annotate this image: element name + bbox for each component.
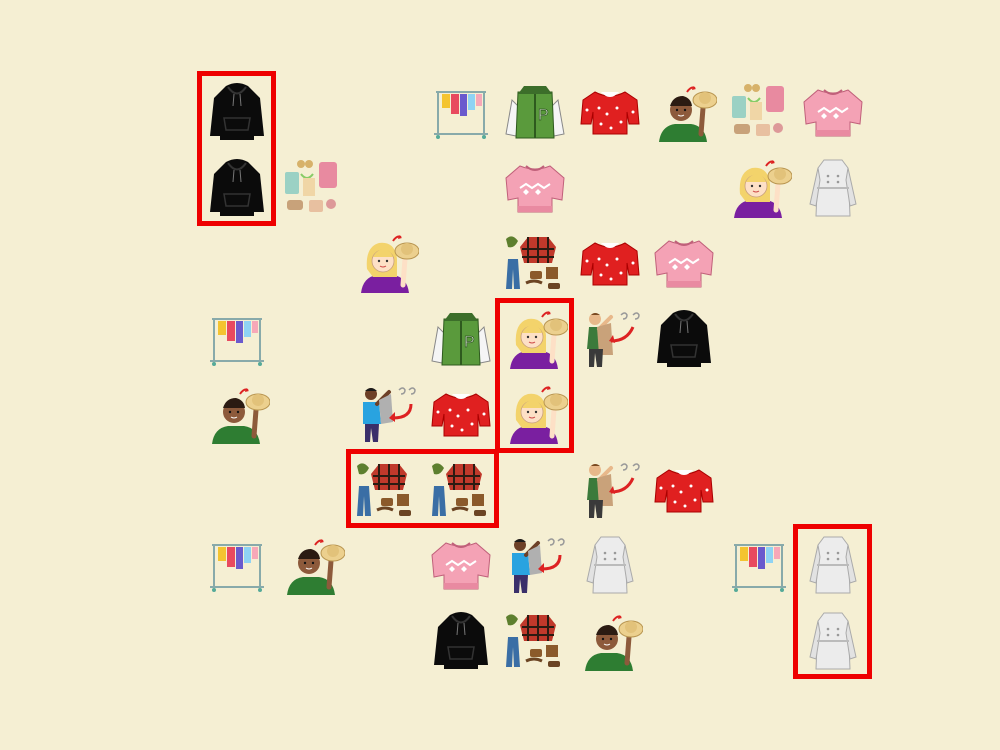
- tile-white-trench-coat[interactable]: [795, 526, 871, 602]
- girl-tipping-hat-icon: [733, 159, 792, 218]
- plaid-outfit-flatlay-icon: [506, 613, 560, 667]
- boy-tipping-hat-icon: [212, 388, 270, 444]
- tile-red-polka-blouse[interactable]: [646, 451, 722, 527]
- red-polka-blouse-icon: [579, 91, 640, 135]
- white-trench-coat-icon: [809, 612, 857, 669]
- tile-clothes-rack[interactable]: [199, 526, 275, 602]
- red-polka-blouse-icon: [654, 468, 714, 512]
- tile-girl-tipping-hat[interactable]: [497, 300, 573, 376]
- black-hoodie-icon: [433, 611, 488, 669]
- tile-plaid-outfit-flatlay[interactable]: [348, 451, 424, 527]
- tile-pink-sweater[interactable]: [497, 149, 573, 225]
- tile-boy-hanging-jacket[interactable]: [497, 526, 573, 602]
- tile-plaid-outfit-flatlay[interactable]: [497, 602, 573, 678]
- tile-black-hoodie[interactable]: [423, 602, 499, 678]
- pink-sweater-icon: [505, 164, 565, 212]
- clothes-rack-icon: [731, 544, 786, 592]
- man-hanging-coat-icon: [586, 311, 640, 367]
- tile-black-hoodie[interactable]: [646, 300, 722, 376]
- green-varsity-jacket-icon: P: [505, 86, 565, 139]
- tile-plaid-outfit-flatlay[interactable]: [497, 224, 573, 300]
- tile-white-trench-coat[interactable]: [795, 149, 871, 225]
- tile-plaid-outfit-flatlay[interactable]: [423, 451, 499, 527]
- tile-clothes-rack[interactable]: [423, 73, 499, 149]
- tile-boy-tipping-hat[interactable]: [199, 375, 275, 451]
- tile-white-trench-coat[interactable]: [572, 526, 648, 602]
- white-trench-coat-icon: [809, 536, 857, 594]
- green-varsity-jacket-icon: P: [430, 312, 491, 365]
- plaid-outfit-flatlay-icon: [431, 462, 486, 516]
- girl-tipping-hat-icon: [510, 386, 568, 444]
- boy-tipping-hat-icon: [584, 614, 643, 671]
- tile-black-hoodie[interactable]: [199, 149, 275, 225]
- tile-outfit-collage[interactable]: [274, 149, 350, 225]
- tile-white-trench-coat[interactable]: [795, 602, 871, 678]
- svg-text:P: P: [464, 334, 475, 351]
- boy-hanging-jacket-icon: [363, 387, 416, 442]
- tile-boy-tipping-hat[interactable]: [646, 73, 722, 149]
- plaid-outfit-flatlay-icon: [357, 462, 411, 516]
- tile-girl-tipping-hat[interactable]: [497, 375, 573, 451]
- tile-green-varsity-jacket[interactable]: P: [497, 73, 573, 149]
- red-polka-blouse-icon: [430, 393, 491, 437]
- tile-boy-tipping-hat[interactable]: [274, 526, 350, 602]
- white-trench-coat-icon: [809, 159, 857, 216]
- tile-red-polka-blouse[interactable]: [572, 73, 648, 149]
- white-trench-coat-icon: [585, 536, 634, 594]
- pink-sweater-icon: [654, 240, 714, 288]
- girl-tipping-hat-icon: [510, 310, 568, 369]
- tile-pink-sweater[interactable]: [646, 224, 722, 300]
- tile-red-polka-blouse[interactable]: [572, 224, 648, 300]
- tile-man-hanging-coat[interactable]: [572, 451, 648, 527]
- black-hoodie-icon: [210, 158, 264, 216]
- black-hoodie-icon: [657, 309, 711, 367]
- pink-sweater-icon: [803, 89, 863, 137]
- tile-black-hoodie[interactable]: [199, 73, 275, 149]
- clothes-rack-icon: [210, 317, 264, 366]
- boy-tipping-hat-icon: [286, 539, 345, 595]
- black-hoodie-icon: [210, 83, 264, 140]
- boy-hanging-jacket-icon: [512, 538, 565, 593]
- boy-tipping-hat-icon: [659, 86, 717, 142]
- tile-green-varsity-jacket[interactable]: P: [423, 300, 499, 376]
- outfit-collage-icon: [731, 84, 784, 136]
- tile-clothes-rack[interactable]: [721, 526, 797, 602]
- tile-outfit-collage[interactable]: [721, 73, 797, 149]
- tile-pink-sweater[interactable]: [423, 526, 499, 602]
- red-polka-blouse-icon: [579, 242, 640, 286]
- tile-pink-sweater[interactable]: [795, 73, 871, 149]
- plaid-outfit-flatlay-icon: [506, 236, 560, 289]
- girl-tipping-hat-icon: [361, 235, 419, 293]
- svg-text:P: P: [538, 107, 549, 124]
- tile-clothes-rack[interactable]: [199, 300, 275, 376]
- clothes-rack-icon: [210, 544, 264, 592]
- tile-boy-tipping-hat[interactable]: [572, 602, 648, 678]
- man-hanging-coat-icon: [586, 462, 640, 518]
- tile-red-polka-blouse[interactable]: [423, 375, 499, 451]
- tile-man-hanging-coat[interactable]: [572, 300, 648, 376]
- tile-girl-tipping-hat[interactable]: [348, 224, 424, 300]
- pink-sweater-icon: [430, 542, 491, 590]
- tile-boy-hanging-jacket[interactable]: [348, 375, 424, 451]
- outfit-collage-icon: [284, 159, 337, 212]
- tile-girl-tipping-hat[interactable]: [721, 149, 797, 225]
- clothes-rack-icon: [433, 91, 488, 139]
